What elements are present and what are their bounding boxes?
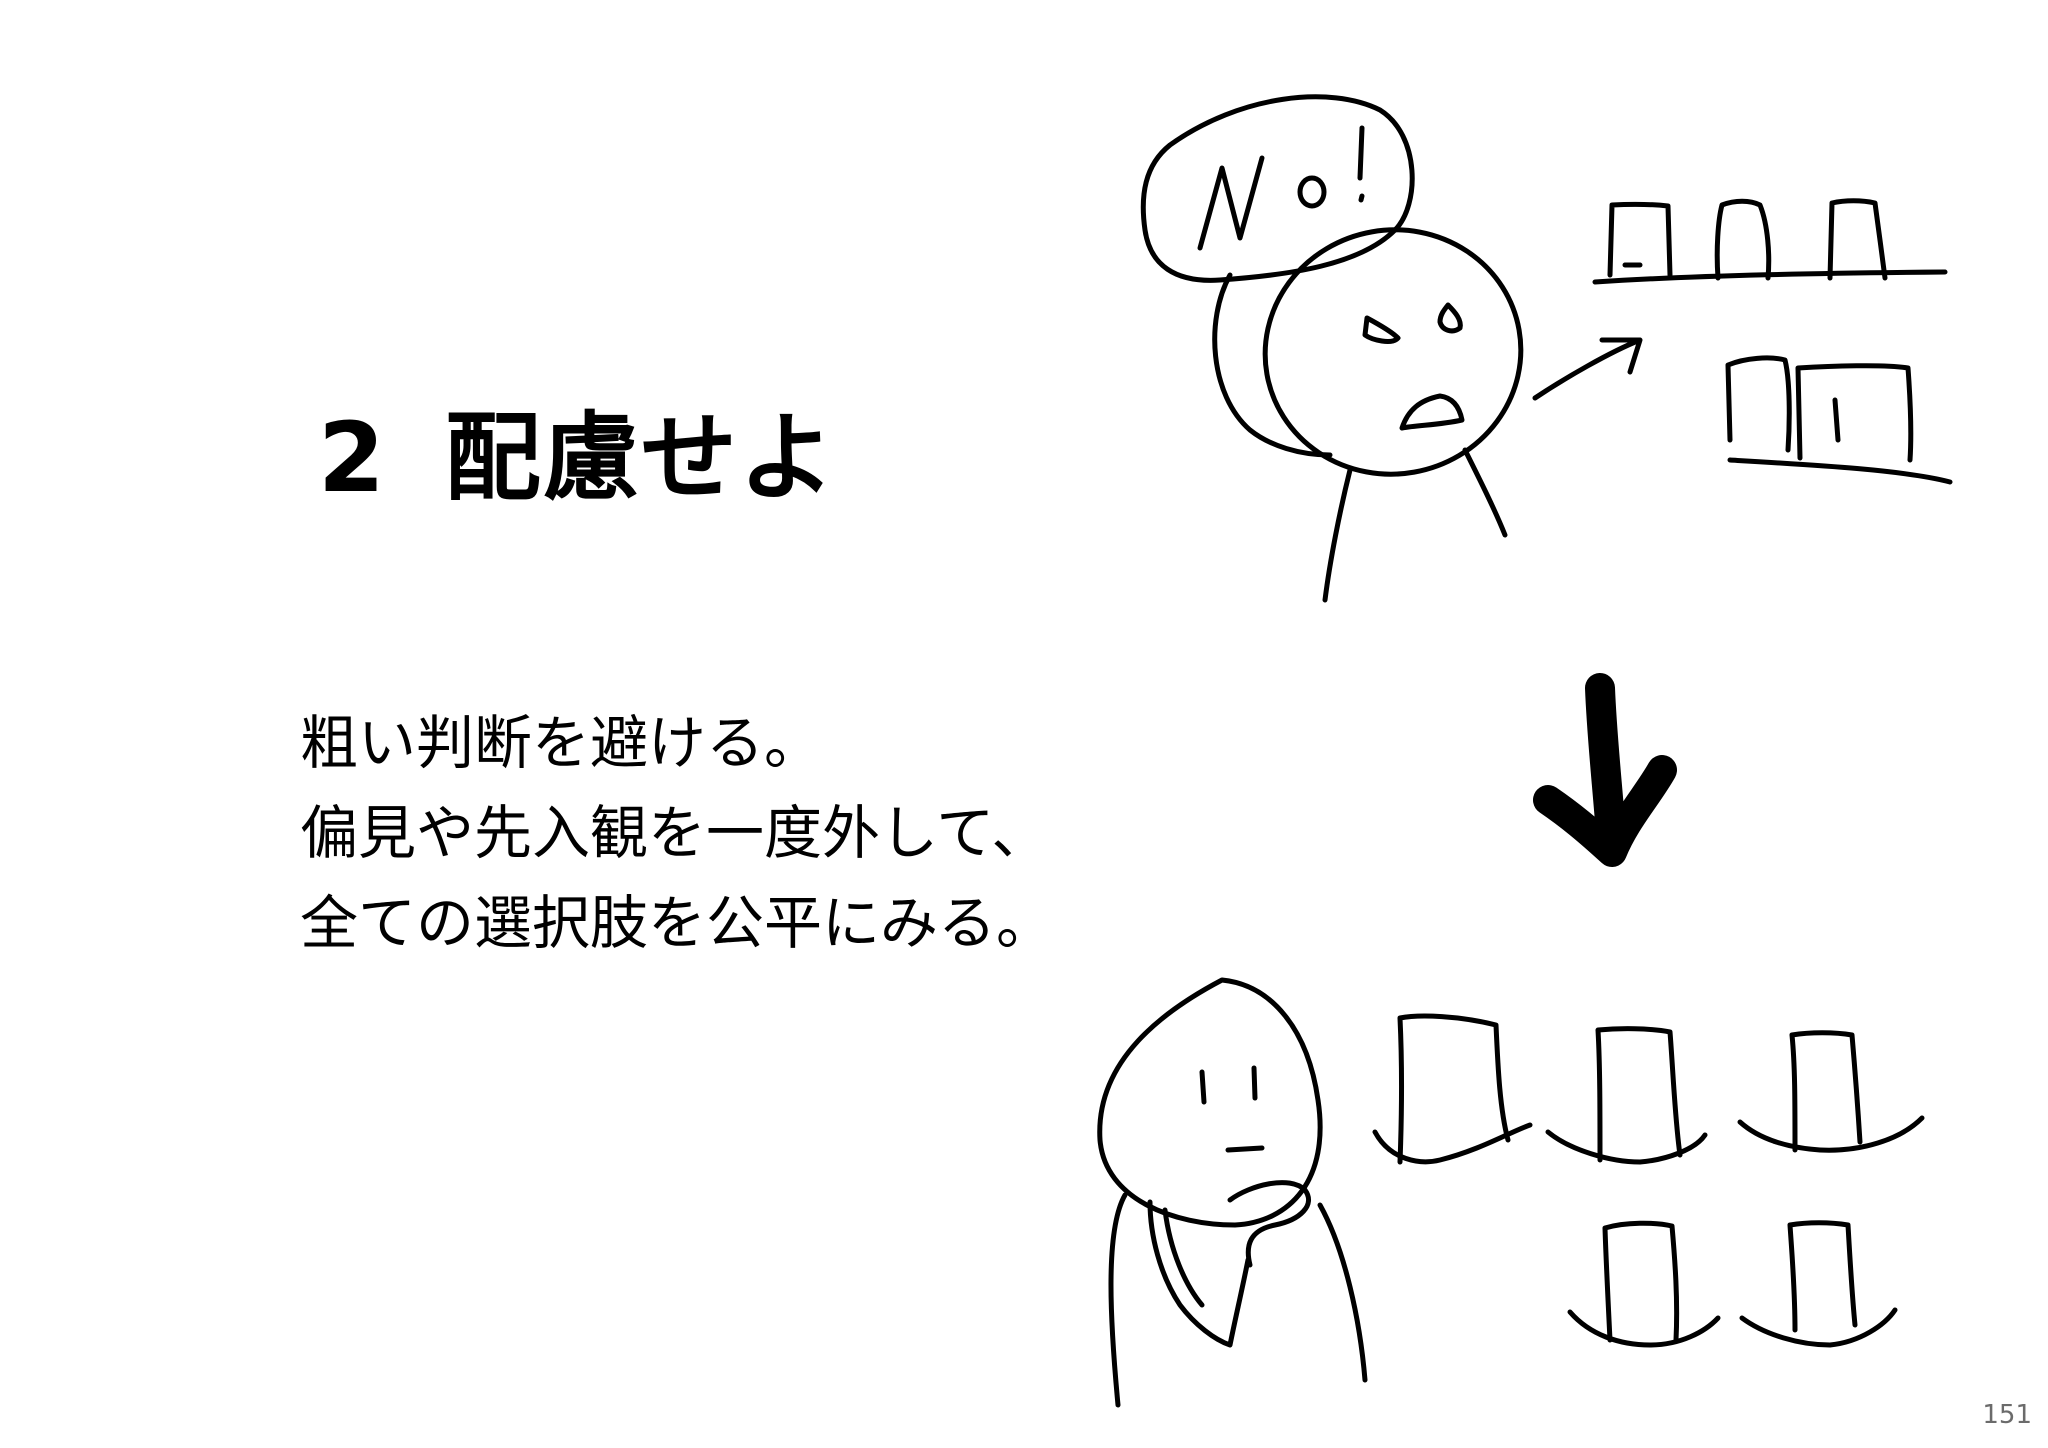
rejecting-person-eye-right — [1437, 302, 1463, 334]
second-item-2-mark — [1832, 397, 1841, 443]
bottom-item-1-saucer — [1372, 1122, 1533, 1165]
thinking-person-mouth — [1225, 1145, 1265, 1153]
body-line-3: 全ての選択肢を公平にみる。 — [300, 889, 1055, 957]
down-arrow-icon — [1533, 673, 1677, 867]
bottom-item-5 — [1787, 1220, 1858, 1333]
speech-bubble — [1140, 94, 1415, 283]
exclamation-stroke — [1357, 125, 1365, 203]
top-shelf — [1592, 198, 1948, 285]
rejecting-person-back-head — [1212, 272, 1333, 458]
bottom-item-3 — [1789, 1030, 1863, 1153]
title-number: 2 — [318, 402, 387, 514]
top-item-3 — [1827, 198, 1888, 281]
speech-bubble-no-letters — [1197, 125, 1365, 251]
bottom-item-2 — [1595, 1026, 1683, 1163]
body-line-1: 粗い判断を避ける。 — [300, 709, 823, 777]
thinking-person-eye-left — [1199, 1069, 1207, 1105]
letter-n-stroke — [1197, 155, 1265, 251]
second-shelf — [1725, 355, 1953, 485]
rejecting-person-head — [1262, 227, 1524, 477]
rejecting-person-sketch — [1140, 94, 1953, 603]
bottom-item-4-saucer — [1567, 1309, 1721, 1348]
second-shelf-line — [1727, 457, 1953, 485]
rejecting-person-body-left — [1322, 467, 1353, 603]
title-text: 配慮せよ — [444, 402, 837, 514]
rejecting-person-pointing-arrow — [1532, 337, 1643, 401]
rejecting-person-mouth — [1399, 393, 1465, 431]
thinking-person-head — [1097, 977, 1323, 1228]
body-line-2: 偏見や先入観を一度外して、 — [300, 799, 1050, 867]
rejecting-person-eye-left — [1362, 315, 1401, 344]
thinking-person-body-right — [1317, 1202, 1368, 1383]
thinking-person-hand — [1227, 1180, 1311, 1268]
thinking-person-sketch — [1097, 977, 1925, 1408]
second-item-2 — [1795, 363, 1914, 463]
second-item-1 — [1725, 355, 1792, 453]
slide-title: 2 配慮せよ — [318, 402, 837, 514]
rejecting-person-body-right — [1462, 447, 1508, 538]
bottom-item-2-saucer — [1545, 1129, 1708, 1165]
thinking-person-body-left — [1108, 1192, 1128, 1408]
transition-arrow — [1533, 673, 1677, 867]
letter-o-stroke — [1297, 175, 1327, 209]
top-item-1 — [1607, 201, 1673, 278]
bottom-item-5-saucer — [1739, 1307, 1898, 1348]
top-item-2 — [1714, 198, 1772, 281]
bottom-item-1 — [1397, 1013, 1511, 1165]
thinking-person-eye-right — [1251, 1065, 1258, 1101]
bottom-item-3-saucer — [1737, 1115, 1925, 1153]
bottom-item-4 — [1602, 1220, 1680, 1343]
bottom-row-2 — [1567, 1220, 1898, 1348]
page-number: 151 — [1982, 1400, 2032, 1430]
bottom-row-1 — [1372, 1013, 1925, 1165]
thinking-person-arm-inner — [1162, 1207, 1205, 1308]
body-text: 粗い判断を避ける。 偏見や先入観を一度外して、 全ての選択肢を公平にみる。 — [300, 698, 1054, 968]
thinking-person-arm — [1147, 1199, 1251, 1348]
